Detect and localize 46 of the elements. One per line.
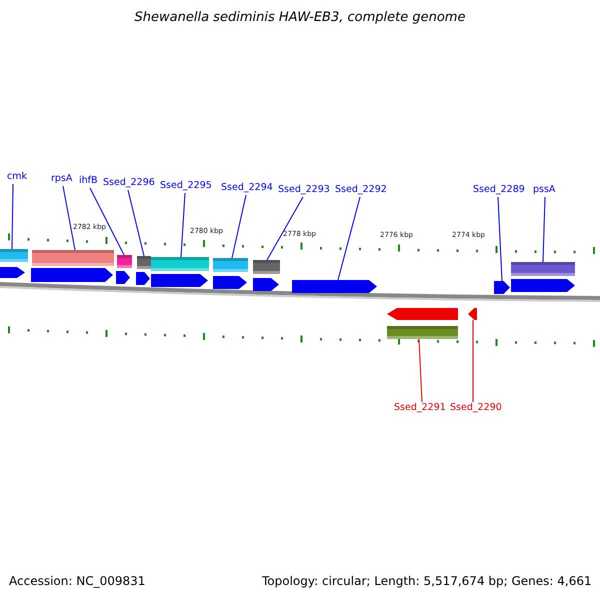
gene-label: Ssed_2289 xyxy=(473,185,525,194)
gene-label: Ssed_2290 xyxy=(450,403,502,412)
gene-bar xyxy=(117,255,132,268)
genome-summary-text: Topology: circular; Length: 5,517,674 bp; Genes: 4,661 xyxy=(262,575,592,587)
gene-label: Ssed_2295 xyxy=(160,181,212,190)
gene-label: ihfB xyxy=(79,176,98,186)
leader-line xyxy=(338,196,360,280)
gene-bar xyxy=(387,326,458,339)
gene-block xyxy=(468,308,477,320)
gene-bar xyxy=(511,262,575,276)
gene-label: Ssed_2292 xyxy=(335,185,387,194)
gene-label: rpsA xyxy=(51,174,72,184)
gene-block xyxy=(253,278,279,291)
gene-bar xyxy=(151,257,209,271)
leader-line xyxy=(472,320,474,402)
gene-block xyxy=(292,280,377,293)
gene-label: Ssed_2293 xyxy=(278,185,330,194)
leader-line xyxy=(266,196,304,260)
title: Shewanella sediminis HAW-EB3, complete genome xyxy=(134,11,466,24)
leader-line xyxy=(12,184,14,250)
leader-line xyxy=(418,338,422,402)
gene-label: pssA xyxy=(533,185,556,194)
gene-label: Ssed_2294 xyxy=(221,183,273,192)
gene-block xyxy=(0,267,25,278)
leader-line xyxy=(90,188,124,256)
gene-bar xyxy=(0,249,28,262)
gene-label: Ssed_2291 xyxy=(394,403,446,412)
gene-block xyxy=(31,268,113,282)
gene-bar xyxy=(137,256,151,269)
gene-block xyxy=(116,271,130,284)
gene-block xyxy=(136,272,150,285)
gene-block xyxy=(213,276,247,289)
gene-label: Ssed_2296 xyxy=(103,178,155,188)
leader-line xyxy=(232,194,246,258)
leader-line xyxy=(498,196,502,282)
gene-bar xyxy=(253,260,280,274)
leader-line xyxy=(180,192,186,258)
gene-label: cmk xyxy=(7,172,27,182)
leader-line xyxy=(128,190,144,256)
leader-line xyxy=(62,186,76,250)
gene-bar xyxy=(213,258,248,272)
accession-text: Accession: NC_009831 xyxy=(9,575,146,587)
leader-line xyxy=(542,196,546,262)
gene-bar xyxy=(32,250,114,266)
gene-block xyxy=(494,281,510,294)
gene-block xyxy=(387,308,458,320)
